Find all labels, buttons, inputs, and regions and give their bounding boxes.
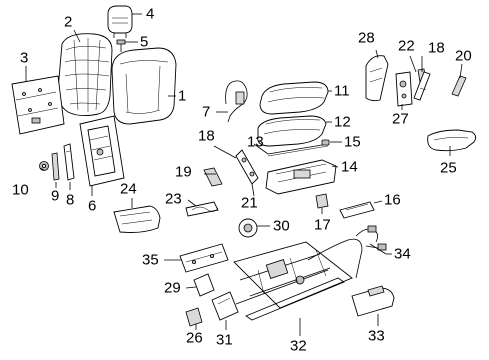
callout-24: 24 <box>120 181 137 198</box>
cushion-side-trim-part <box>339 201 375 219</box>
callout-18-right: 18 <box>428 40 445 57</box>
callout-13: 13 <box>247 134 264 151</box>
callout-19: 19 <box>175 164 192 181</box>
lever-part <box>203 167 223 187</box>
callout-25: 25 <box>440 160 457 177</box>
callout-14: 14 <box>341 159 358 176</box>
callout-31: 31 <box>216 332 233 349</box>
callout-labels: 1 2 3 4 5 6 7 8 9 10 11 12 13 14 15 16 1… <box>12 6 472 355</box>
outer-trim-part <box>351 285 395 317</box>
callout-4: 4 <box>146 6 154 23</box>
back-panel-part <box>11 75 65 135</box>
callout-18-center: 18 <box>198 128 215 145</box>
callout-22: 22 <box>398 38 415 55</box>
callout-1: 1 <box>178 88 186 105</box>
callout-16: 16 <box>384 192 401 209</box>
latch-handle-part <box>235 149 259 185</box>
cushion-extension-part <box>427 129 477 152</box>
callout-33: 33 <box>368 328 385 345</box>
callout-21: 21 <box>241 195 258 212</box>
callout-34: 34 <box>394 246 411 263</box>
headrest-part <box>107 5 133 38</box>
callout-9: 9 <box>51 188 59 205</box>
clip-part <box>321 139 330 146</box>
callout-20: 20 <box>455 48 472 65</box>
mounting-bracket-part <box>179 243 229 273</box>
headrest-guide-part <box>116 39 126 52</box>
callout-26: 26 <box>186 330 203 347</box>
leader-lines <box>25 13 463 336</box>
callout-17: 17 <box>314 217 331 234</box>
callout-8: 8 <box>66 192 74 209</box>
wire-harness-part <box>307 225 387 279</box>
callout-6: 6 <box>88 198 96 215</box>
outer-shield-part <box>365 55 389 102</box>
callout-32: 32 <box>290 338 307 355</box>
callout-10: 10 <box>12 182 29 199</box>
callout-5: 5 <box>140 34 148 51</box>
small-bracket-part <box>185 307 203 327</box>
cable-rod-part <box>267 143 329 157</box>
lower-trim-part <box>113 205 161 233</box>
side-trim-part <box>51 152 60 181</box>
handle-cover-part <box>451 75 467 97</box>
callout-12: 12 <box>334 114 351 131</box>
callout-29: 29 <box>164 280 181 297</box>
callout-23: 23 <box>165 191 182 208</box>
small-cover-part <box>315 193 329 209</box>
track-bracket-part <box>211 291 239 321</box>
side-panel-part <box>63 143 75 181</box>
callout-11: 11 <box>334 83 350 100</box>
recliner-knob-part <box>39 161 49 171</box>
callout-30: 30 <box>273 218 290 235</box>
cushion-pad-part <box>257 115 327 147</box>
callout-3: 3 <box>20 50 28 67</box>
bracket-part <box>185 201 219 217</box>
recliner-handle-part <box>413 71 431 101</box>
cushion-cover-part <box>259 81 329 115</box>
callout-7: 7 <box>202 104 210 121</box>
callout-28: 28 <box>358 30 375 47</box>
callout-15: 15 <box>344 134 361 151</box>
callout-35: 35 <box>142 252 159 269</box>
motor-part <box>238 218 258 238</box>
seat-back-pad-part <box>57 33 113 117</box>
seat-adjuster-part <box>233 241 353 321</box>
seat-back-cover-part <box>111 47 177 125</box>
trim-cap-part <box>193 273 215 297</box>
seat-belt-part <box>225 80 248 123</box>
cushion-frame-part <box>265 159 337 195</box>
callout-27: 27 <box>392 111 409 128</box>
callout-2: 2 <box>64 14 72 31</box>
seat-back-frame-part <box>79 115 125 187</box>
